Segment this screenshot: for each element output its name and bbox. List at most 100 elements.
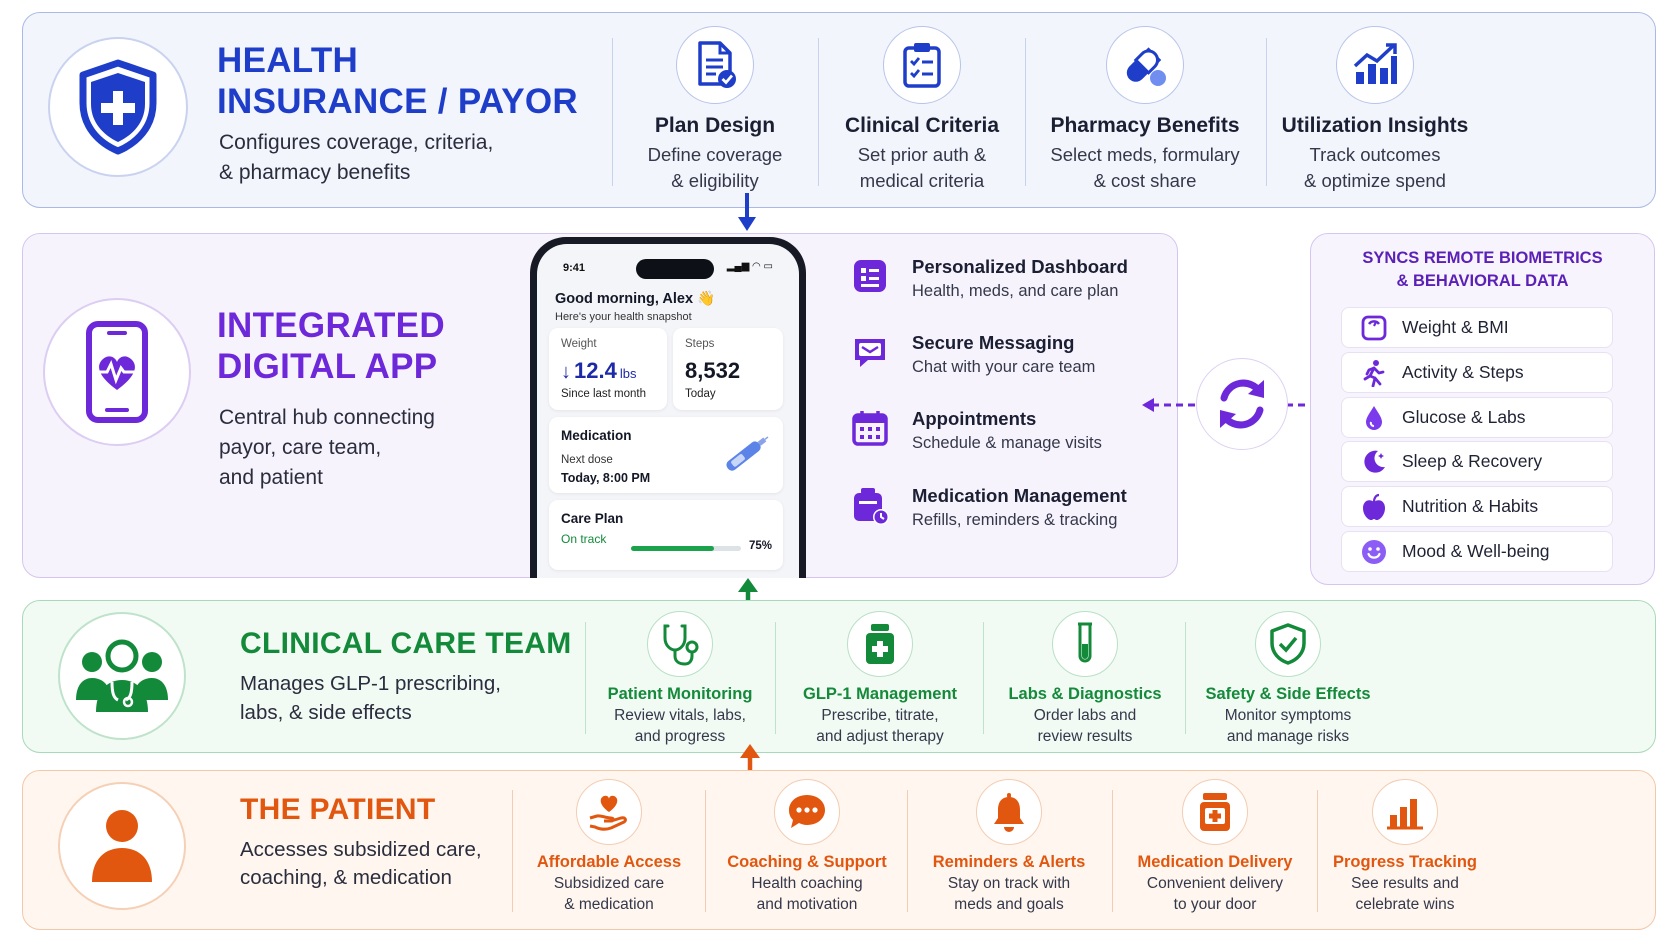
running-person-icon — [1354, 359, 1394, 387]
care-plan-card[interactable]: Care Plan On track 75% — [549, 500, 783, 570]
feature-desc-line: and progress — [634, 727, 726, 745]
feature-desc-line: and adjust therapy — [816, 727, 944, 745]
care-feature-glp1-management: GLP-1 Management Prescribe, titrate, and … — [780, 611, 980, 748]
app-feature-desc: Schedule & manage visits — [912, 434, 1102, 452]
apple-icon — [1354, 493, 1394, 521]
feature-desc-line: Prescribe, titrate, — [821, 707, 939, 724]
payor-title: HEALTH INSURANCE / PAYOR — [217, 40, 578, 123]
biometric-item-sleep: Sleep & Recovery — [1341, 441, 1613, 482]
app-feature-desc: Refills, reminders & tracking — [912, 511, 1118, 529]
biometric-label: Mood & Well-being — [1402, 541, 1550, 561]
growth-chart-icon — [1336, 26, 1414, 104]
app-title: INTEGRATED DIGITAL APP — [217, 305, 445, 388]
biometrics-title: SYNCS REMOTE BIOMETRICS & BEHAVIORAL DAT… — [1310, 247, 1655, 294]
payor-subtitle: Configures coverage, criteria, & pharmac… — [219, 128, 493, 188]
feature-title: Medication Delivery — [1137, 853, 1293, 871]
feature-desc-line: Monitor symptoms — [1224, 707, 1352, 724]
feature-title: Pharmacy Benefits — [1050, 114, 1240, 137]
feature-desc-line: Convenient delivery — [1146, 875, 1284, 892]
weight-card[interactable]: Weight ↓ 12.4 lbs Since last month — [549, 328, 667, 410]
divider — [907, 790, 908, 912]
steps-label: Steps — [685, 338, 715, 350]
feature-desc-line: See results and — [1351, 875, 1459, 892]
steps-note: Today — [685, 388, 716, 400]
dashed-arrow-left-icon — [1142, 398, 1198, 412]
medication-card[interactable]: Medication Next dose Today, 8:00 PM — [549, 417, 783, 493]
feature-title: Progress Tracking — [1333, 853, 1477, 871]
feature-desc: Set prior auth &medical criteria — [822, 142, 1022, 193]
arrow-down-icon — [738, 193, 756, 231]
pill-bottle-icon — [1182, 779, 1248, 845]
care-team-panel — [22, 600, 1656, 753]
feature-desc: Define coverage& eligibility — [620, 142, 810, 193]
shield-plus-icon — [79, 59, 157, 155]
biometric-label: Sleep & Recovery — [1402, 451, 1543, 471]
biometric-item-mood: Mood & Well-being — [1341, 531, 1613, 572]
phone-heart-icon — [86, 321, 148, 423]
speech-bubble-icon — [774, 779, 840, 845]
care-team-sub-line: Manages GLP-1 prescribing, — [240, 672, 501, 695]
care-plan-status: On track — [561, 532, 607, 546]
injection-pen-icon — [726, 436, 769, 471]
patient-subtitle: Accesses subsidized care, coaching, & me… — [240, 836, 482, 893]
patient-feature-affordable-access: Affordable Access Subsidized care& medic… — [516, 779, 702, 916]
app-feature-title: Appointments — [912, 408, 1037, 429]
patient-sub-line: Accesses subsidized care, — [240, 838, 482, 861]
app-title-line1: INTEGRATED — [217, 306, 445, 345]
biometrics-title-line: & BEHAVIORAL DATA — [1396, 272, 1569, 291]
feature-title: Plan Design — [654, 114, 776, 137]
feature-desc-line: Health coaching — [751, 875, 863, 892]
divider — [818, 38, 819, 186]
divider — [983, 622, 984, 734]
shield-check-icon — [1255, 611, 1321, 677]
feature-desc-line: and manage risks — [1226, 727, 1350, 745]
care-plan-title: Care Plan — [561, 511, 624, 526]
divider — [705, 790, 706, 912]
divider — [775, 622, 776, 734]
biometric-label: Activity & Steps — [1402, 362, 1524, 382]
biometric-item-activity: Activity & Steps — [1341, 352, 1613, 393]
feature-desc-line: Set prior auth & — [857, 144, 987, 165]
medication-time: Today, 8:00 PM — [561, 471, 651, 485]
hand-heart-icon — [576, 779, 642, 845]
drop-icon — [1354, 404, 1394, 432]
feature-title: Utilization Insights — [1281, 114, 1469, 137]
phone-snapshot: Here's your health snapshot — [555, 311, 692, 323]
app-subtitle: Central hub connecting payor, care team,… — [219, 403, 435, 492]
care-plan-percent: 75% — [749, 540, 773, 552]
chat-icon — [850, 332, 890, 372]
app-feature-title: Secure Messaging — [912, 332, 1075, 353]
weight-value-row: ↓ 12.4 lbs — [561, 358, 636, 384]
payor-feature-plan-design: Plan Design Define coverage& eligibility — [620, 26, 810, 193]
feature-desc-line: Define coverage — [647, 144, 783, 165]
sync-badge — [1196, 358, 1288, 450]
payor-sub-line2: & pharmacy benefits — [219, 160, 411, 184]
medicine-bottle-icon — [847, 611, 913, 677]
biometric-label: Glucose & Labs — [1402, 407, 1526, 427]
sync-icon — [1220, 379, 1264, 429]
phone-time: 9:41 — [563, 262, 586, 274]
steps-card[interactable]: Steps 8,532 Today — [673, 328, 783, 410]
app-hero-badge — [43, 298, 191, 446]
divider — [585, 622, 586, 734]
smile-icon — [1354, 538, 1394, 566]
patient-title: THE PATIENT — [240, 793, 436, 826]
scale-icon — [1354, 314, 1394, 342]
biometric-label: Nutrition & Habits — [1402, 496, 1539, 516]
feature-title: GLP-1 Management — [802, 685, 958, 703]
feature-desc: Subsidized care& medication — [516, 874, 702, 916]
app-sub-line: payor, care team, — [219, 435, 382, 459]
divider — [612, 38, 613, 186]
payor-feature-clinical-criteria: Clinical Criteria Set prior auth &medica… — [822, 26, 1022, 193]
